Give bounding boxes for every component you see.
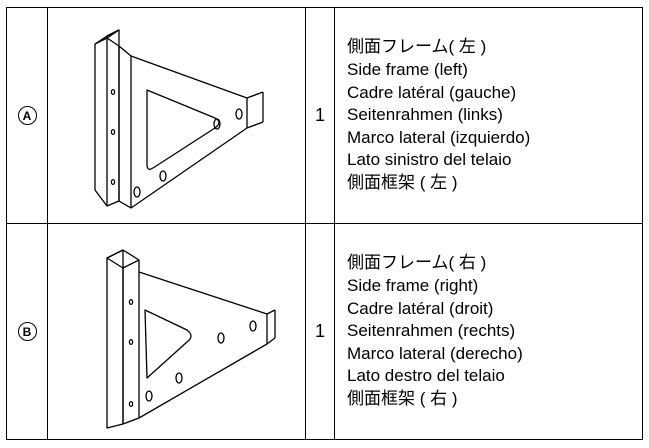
name-chinese: 側面框架 ( 左 ): [347, 172, 458, 192]
name-japanese: 側面フレーム( 右 ): [347, 253, 487, 273]
part-id-badge: B: [17, 322, 37, 341]
part-names-cell: 側面フレーム( 左 ) Side frame (left) Cadre laté…: [334, 7, 643, 224]
quantity-value: 1: [314, 321, 325, 341]
name-english: Side frame (left): [347, 60, 468, 80]
table-row: A: [6, 7, 643, 224]
part-illustration-cell: [47, 7, 306, 224]
parts-table: A: [6, 7, 643, 440]
name-chinese: 側面框架 ( 右 ): [347, 388, 458, 408]
name-english: Side frame (right): [347, 276, 479, 296]
side-frame-right-illustration: [105, 248, 276, 429]
name-spanish: Marco lateral (izquierdo): [347, 127, 531, 147]
part-illustration-cell: [47, 223, 306, 440]
name-italian: Lato destro del telaio: [347, 366, 505, 386]
name-french: Cadre latéral (droit): [347, 298, 494, 318]
name-german: Seitenrahmen (links): [347, 105, 503, 125]
name-japanese: 側面フレーム( 左 ): [347, 37, 487, 57]
name-spanish: Marco lateral (derecho): [347, 343, 523, 363]
table-row: B: [6, 223, 643, 440]
part-id-badge: A: [17, 106, 37, 125]
name-french: Cadre latéral (gauche): [347, 82, 517, 102]
side-frame-left-illustration: [93, 28, 264, 209]
name-italian: Lato sinistro del telaio: [347, 150, 512, 170]
part-id-cell: B: [6, 223, 48, 440]
quantity-value: 1: [314, 105, 325, 125]
part-id-cell: A: [6, 7, 48, 224]
part-names-cell: 側面フレーム( 右 ) Side frame (right) Cadre lat…: [334, 223, 643, 440]
quantity-cell: 1: [305, 223, 335, 440]
name-german: Seitenrahmen (rechts): [347, 321, 516, 341]
quantity-cell: 1: [305, 7, 335, 224]
